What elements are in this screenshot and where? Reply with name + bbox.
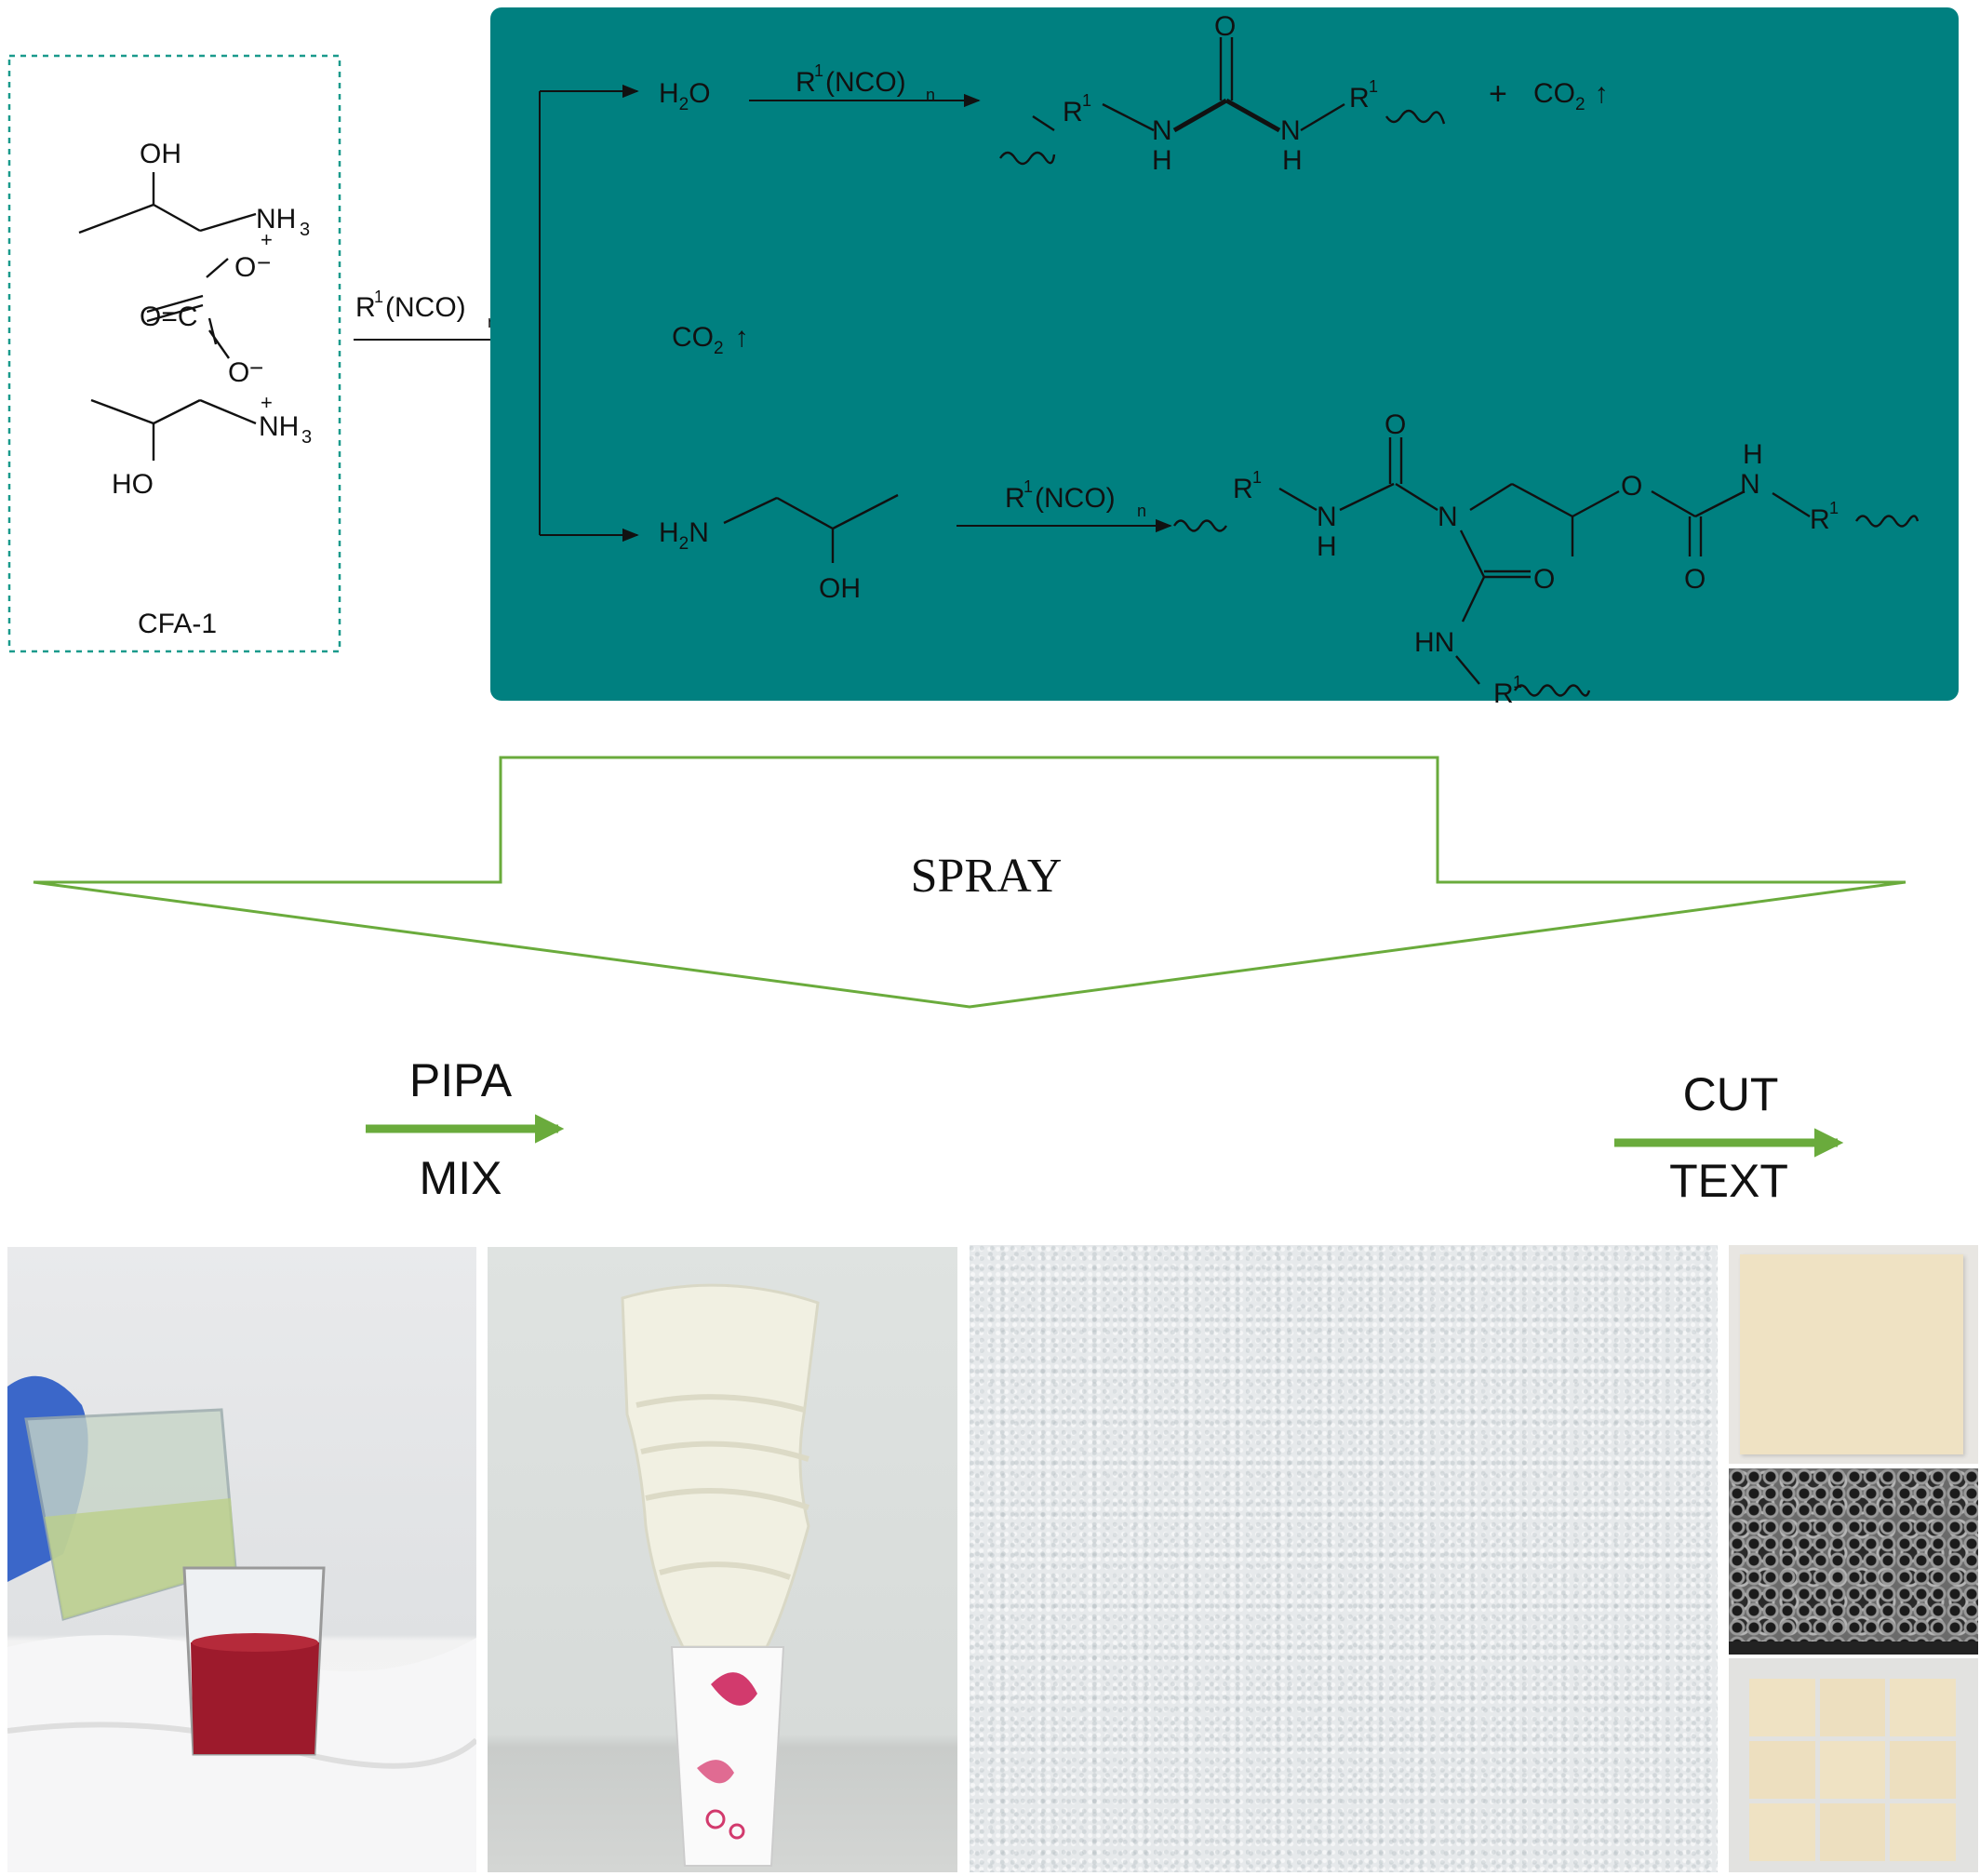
step2-top-label: CUT xyxy=(1683,1068,1779,1120)
svg-text:1: 1 xyxy=(1252,468,1262,487)
svg-text:1: 1 xyxy=(1829,499,1839,517)
svg-text:1: 1 xyxy=(1082,91,1091,110)
photo-foam-cup xyxy=(488,1247,957,1872)
reaction3-amine: H2N xyxy=(659,517,709,554)
svg-text:R: R xyxy=(355,292,376,323)
svg-text:3: 3 xyxy=(300,220,310,240)
svg-text:OH: OH xyxy=(819,573,861,604)
cfa-nh3-top: NH xyxy=(256,204,296,234)
svg-text:H: H xyxy=(1152,145,1172,176)
spray-arrow xyxy=(33,756,1906,1009)
svg-text:H: H xyxy=(1317,531,1337,562)
svg-text:(NCO): (NCO) xyxy=(1035,483,1116,514)
cfa-oh-top: OH xyxy=(140,139,181,169)
cfa-ho-bottom: HO xyxy=(112,469,154,500)
svg-text:R: R xyxy=(1233,474,1253,504)
cfa-o-minus-bottom: O xyxy=(228,357,249,388)
svg-text:+: + xyxy=(261,391,273,414)
main-reagent: R 1 (NCO) n xyxy=(355,288,497,331)
reaction-3: H2N OH R 1 (NCO) n xyxy=(659,409,1920,709)
svg-text:1: 1 xyxy=(374,288,383,306)
photo-sem-image xyxy=(1729,1468,1978,1655)
svg-text:O: O xyxy=(1214,11,1236,42)
reaction-1: H2O R 1 (NCO) n R 1 O N H N H R 1 + CO2↑ xyxy=(659,11,1609,176)
cfa-carbonyl: O=C xyxy=(140,302,198,332)
svg-text:1: 1 xyxy=(814,61,823,80)
step1-top-label: PIPA xyxy=(409,1054,513,1106)
reaction-panel xyxy=(490,7,1959,701)
cfa-box xyxy=(7,54,341,653)
svg-text:HN: HN xyxy=(1414,627,1454,658)
svg-text:N: N xyxy=(1280,115,1301,146)
svg-text:O: O xyxy=(1533,564,1555,595)
reaction1-reactant: H2O xyxy=(659,78,711,114)
cfa-o-minus-top: O xyxy=(234,252,256,283)
step2-bottom-label: TEXT xyxy=(1669,1155,1788,1207)
svg-text:(NCO): (NCO) xyxy=(825,67,906,98)
svg-text:1: 1 xyxy=(1023,477,1033,496)
photo-foam-cubes xyxy=(1729,1658,1978,1872)
svg-text:R: R xyxy=(1063,97,1083,127)
reaction-scheme: OH NH 3 + O − O=C O − + NH 3 HO CFA-1 R … xyxy=(7,7,1959,1207)
svg-text:n: n xyxy=(926,86,935,104)
svg-text:1: 1 xyxy=(1369,77,1378,96)
svg-text:O: O xyxy=(1684,564,1706,595)
svg-text:R: R xyxy=(796,67,816,98)
svg-text:N: N xyxy=(1740,469,1760,500)
svg-text:H: H xyxy=(1743,439,1763,470)
svg-text:O: O xyxy=(1621,471,1642,502)
svg-text:O: O xyxy=(1385,409,1406,440)
cfa-structure xyxy=(78,172,257,461)
svg-text:R: R xyxy=(1349,83,1370,114)
svg-text:−: − xyxy=(249,354,263,382)
reaction1-co2: CO2↑ xyxy=(1533,78,1609,114)
svg-text:+: + xyxy=(1489,76,1507,112)
svg-text:N: N xyxy=(1438,502,1458,532)
svg-text:N: N xyxy=(1317,502,1337,532)
spray-label: SPRAY xyxy=(911,850,1063,903)
svg-text:3: 3 xyxy=(301,427,312,448)
svg-text:1: 1 xyxy=(1513,673,1522,691)
cfa-label: CFA-1 xyxy=(138,609,217,639)
svg-text:(NCO): (NCO) xyxy=(385,292,466,323)
cfa-nh3-bottom: NH xyxy=(259,411,299,442)
svg-text:+: + xyxy=(261,228,273,251)
svg-text:N: N xyxy=(1152,115,1172,146)
svg-text:R: R xyxy=(1493,678,1514,709)
cfa-labels: OH NH 3 + O − O=C O − + NH 3 HO CFA-1 xyxy=(112,139,312,639)
photo-foam-board xyxy=(1729,1245,1978,1464)
photo-foam-texture xyxy=(970,1245,1718,1872)
svg-text:R: R xyxy=(1810,504,1830,535)
step1-bottom-label: MIX xyxy=(420,1152,502,1204)
branch-arrows xyxy=(539,84,639,543)
reaction2-co2: CO2↑ xyxy=(672,322,749,358)
svg-text:−: − xyxy=(257,248,271,276)
svg-text:R: R xyxy=(1005,483,1025,514)
svg-text:n: n xyxy=(1137,502,1146,520)
photo-pouring-beaker xyxy=(7,1247,476,1872)
svg-text:H: H xyxy=(1282,145,1303,176)
